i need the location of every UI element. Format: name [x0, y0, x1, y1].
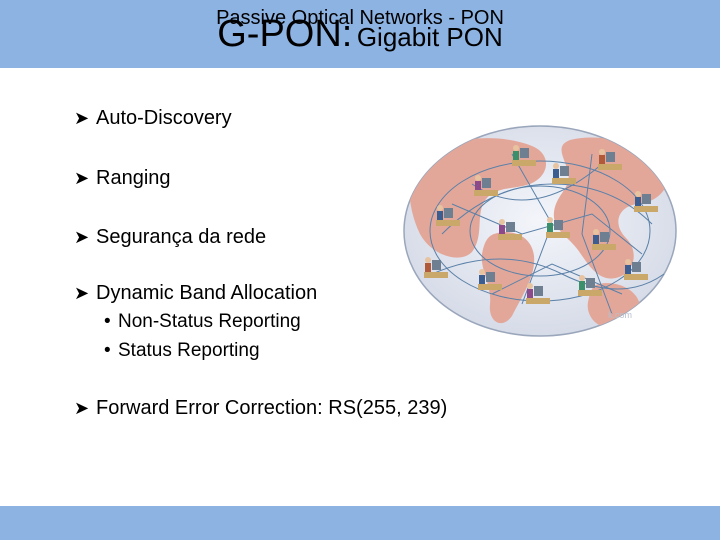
arrow-bullet-icon: ➤ — [74, 398, 90, 418]
footer-text: Passive Optical Networks - PON — [216, 7, 504, 29]
title-main: G-PON: — [217, 13, 353, 55]
bullet-item: ➤ Ranging — [74, 164, 171, 192]
sub-bullet-text: Status Reporting — [118, 340, 260, 361]
slide-title: G-PON: Gigabit PON — [0, 12, 720, 64]
sub-bullet-item: • Non-Status Reporting — [104, 309, 301, 335]
dot-bullet-icon: • — [104, 311, 111, 332]
arrow-bullet-icon: ➤ — [74, 227, 90, 247]
sub-bullet-item: • Status Reporting — [104, 338, 260, 364]
bullet-text: Forward Error Correction: RS(255, 239) — [96, 397, 448, 419]
dot-bullet-icon: • — [104, 340, 111, 361]
sub-bullet-text: Non-Status Reporting — [118, 311, 301, 332]
network-illustration: k.com — [403, 125, 677, 337]
network-connections — [429, 153, 665, 315]
bullet-item: ➤ Auto-Discovery — [74, 104, 232, 132]
title-bar — [0, 0, 720, 68]
arrow-bullet-icon: ➤ — [74, 283, 90, 303]
bullet-text: Auto-Discovery — [96, 107, 232, 129]
footer-bar — [0, 506, 720, 540]
bullet-text: Segurança da rede — [96, 226, 267, 248]
bullet-item: ➤ Forward Error Correction: RS(255, 239) — [74, 394, 447, 422]
bullet-text: Dynamic Band Allocation — [96, 282, 318, 304]
bullet-item: ➤ Dynamic Band Allocation — [74, 279, 317, 307]
bullet-item: ➤ Segurança da rede — [74, 223, 266, 251]
world-map — [409, 137, 668, 329]
title-subtitle: Gigabit PON — [356, 22, 503, 52]
arrow-bullet-icon: ➤ — [74, 168, 90, 188]
watermark-text: k.com — [608, 310, 632, 320]
bullet-text: Ranging — [96, 167, 171, 189]
arrow-bullet-icon: ➤ — [74, 108, 90, 128]
workstations — [424, 145, 658, 304]
